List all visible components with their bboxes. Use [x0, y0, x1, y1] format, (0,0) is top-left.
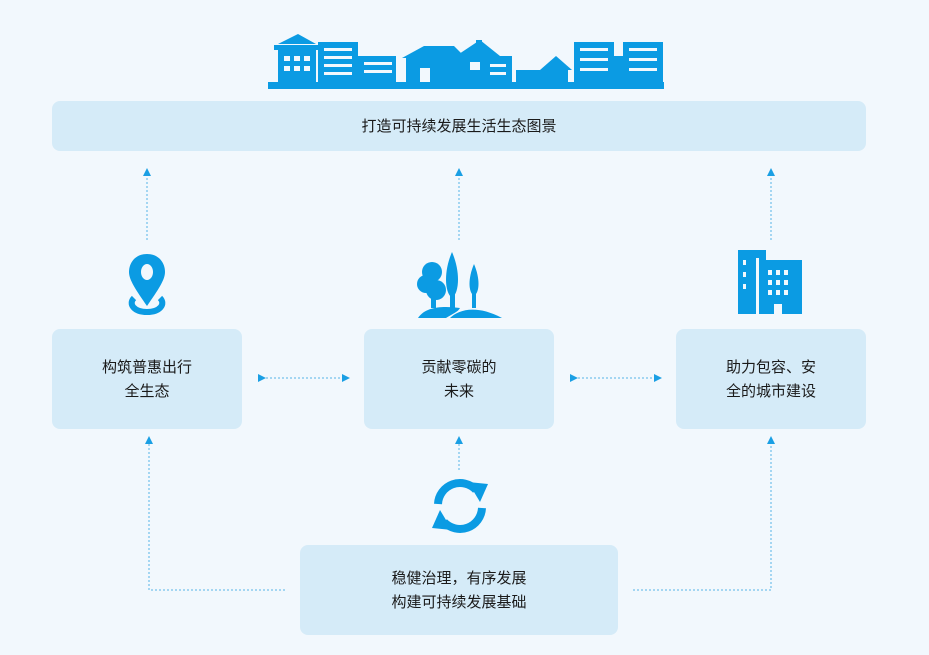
node-left-line1: 构筑普惠出行	[101, 358, 192, 376]
trees-icon	[417, 252, 502, 318]
node-inclusive-mobility: 构筑普惠出行 全生态	[52, 329, 242, 429]
location-pin-icon	[128, 254, 166, 316]
node-right-line2: 全的城市建设	[725, 382, 816, 400]
node-left-line2: 全生态	[124, 382, 170, 400]
city-skyline-icon	[268, 34, 664, 89]
node-zero-carbon: 贡献零碳的 未来	[364, 329, 554, 429]
node-right-line1: 助力包容、安	[725, 358, 816, 376]
node-center-line2: 未来	[443, 382, 474, 400]
node-bottom-line1: 稳健治理，有序发展	[391, 569, 527, 587]
node-bottom-line2: 构建可持续发展基础	[391, 593, 527, 611]
arrow-bottom-left	[145, 436, 285, 591]
node-governance: 稳健治理，有序发展 构建可持续发展基础	[300, 545, 618, 635]
banner-goal: 打造可持续发展生活生态图景	[52, 101, 866, 151]
node-safe-city: 助力包容、安 全的城市建设	[676, 329, 866, 429]
refresh-cycle-icon	[432, 479, 488, 533]
banner-title: 打造可持续发展生活生态图景	[361, 117, 557, 135]
arrow-bottom-right	[633, 436, 775, 591]
building-icon	[738, 250, 802, 314]
node-center-line1: 贡献零碳的	[421, 358, 497, 376]
